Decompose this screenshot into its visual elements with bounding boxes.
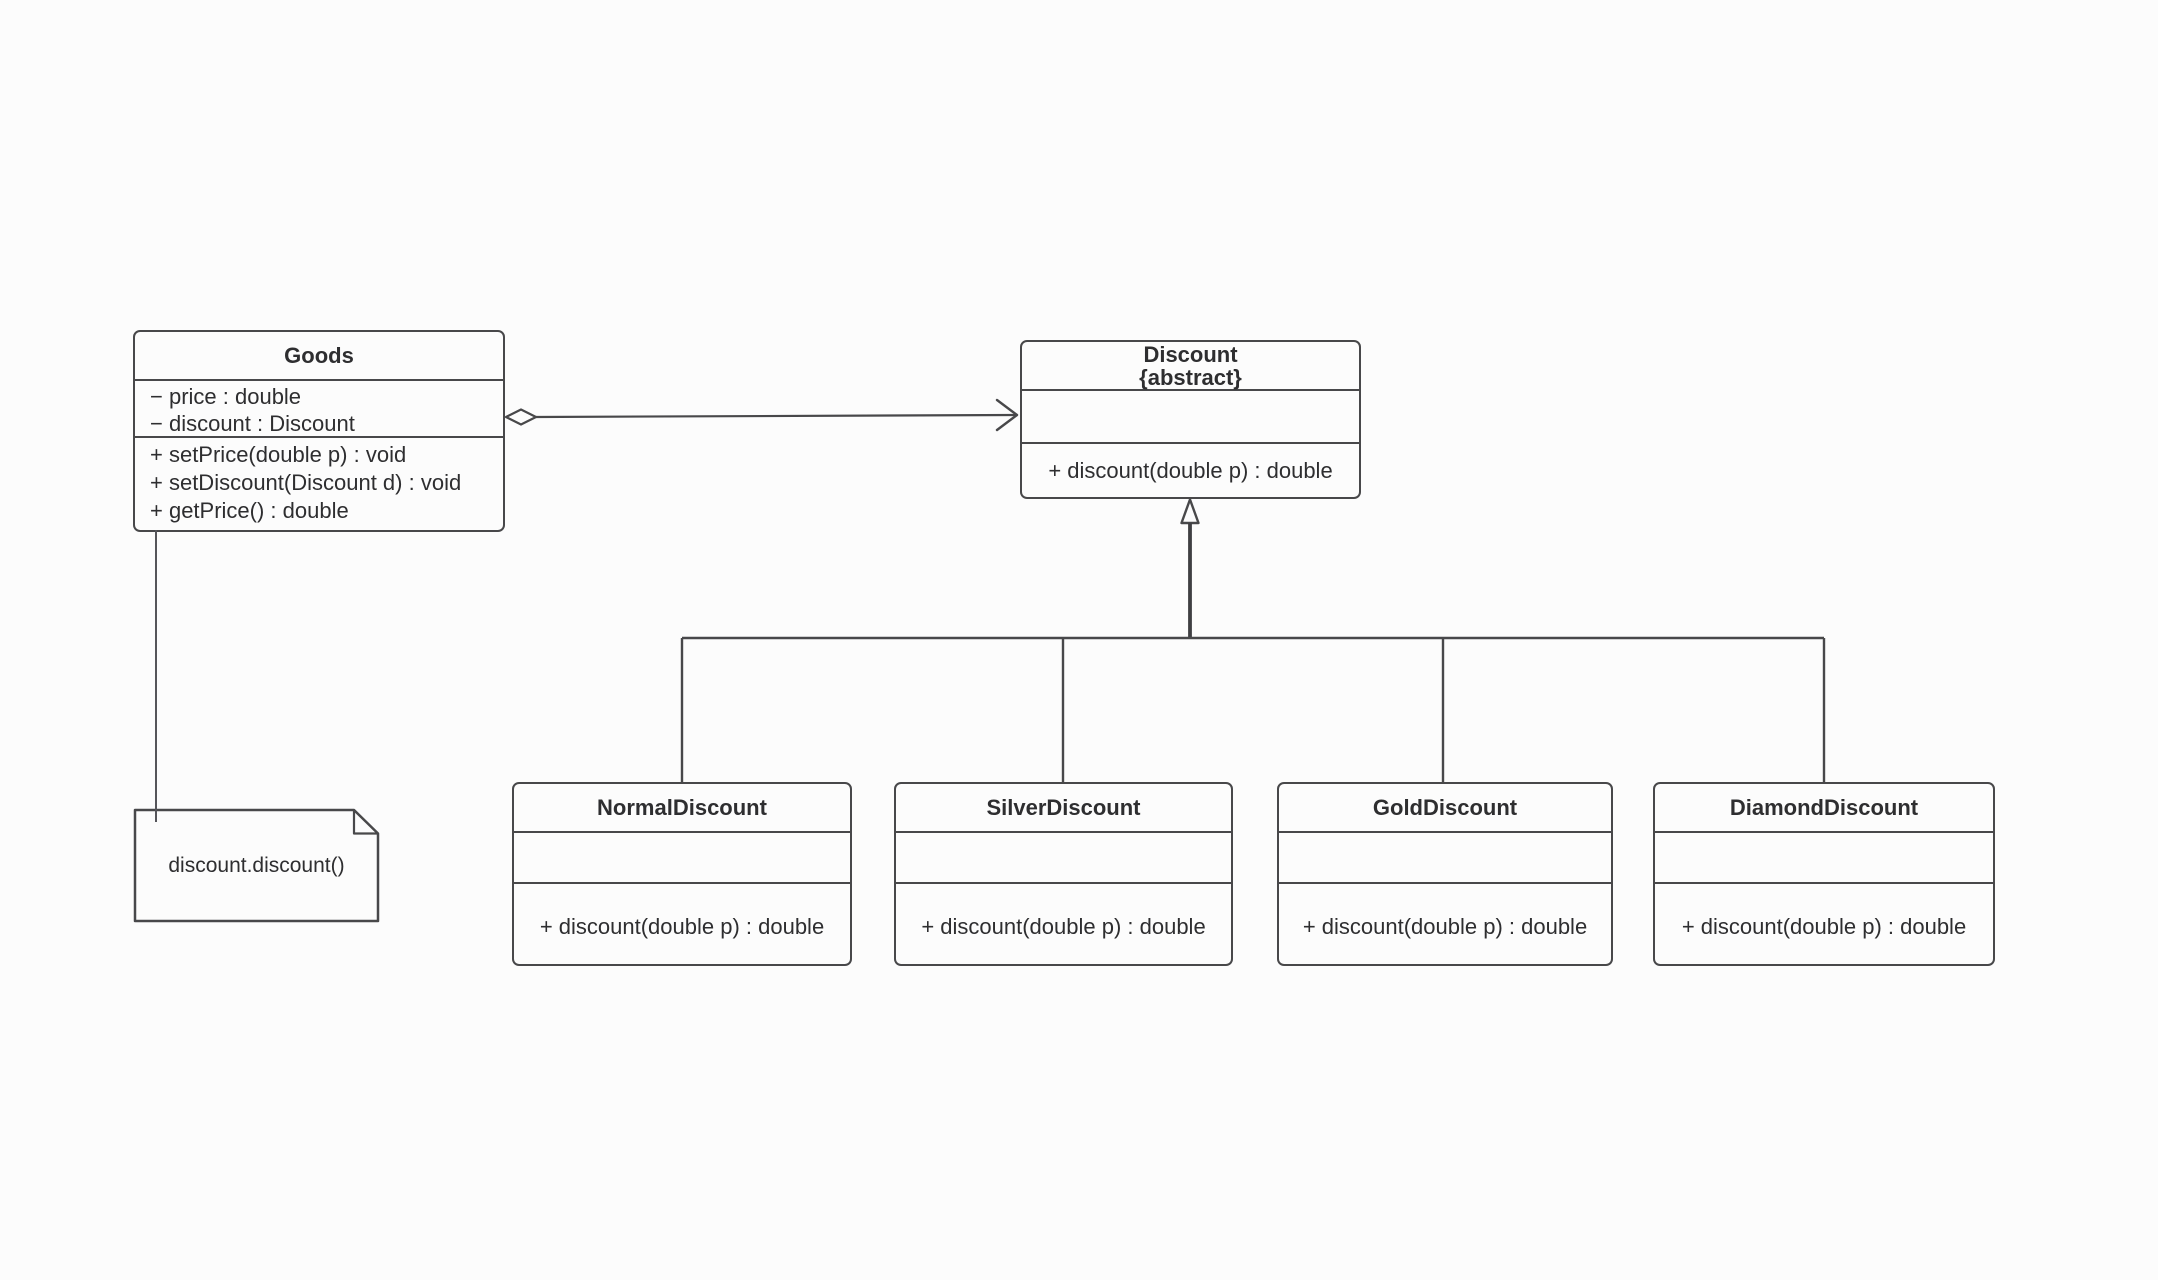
class-diamond-discount-title: DiamondDiscount <box>1729 795 1919 820</box>
class-gold-discount: GoldDiscount + discount(double p) : doub… <box>1277 782 1613 966</box>
hollow-diamond-icon <box>504 408 538 426</box>
note-text: discount.discount() <box>168 853 345 877</box>
class-normal-discount-attributes <box>514 831 850 882</box>
method-row: + discount(double p) : double <box>1048 457 1333 483</box>
open-arrowhead-icon <box>995 398 1019 432</box>
class-silver-discount-methods: + discount(double p) : double <box>896 882 1231 965</box>
class-discount: Discount {abstract} + discount(double p)… <box>1020 340 1361 499</box>
method-row: + getPrice() : double <box>150 498 349 523</box>
class-normal-discount-methods: + discount(double p) : double <box>514 882 850 965</box>
method-row: + discount(double p) : double <box>1681 914 1967 939</box>
class-goods-title: Goods <box>284 343 354 368</box>
class-goods: Goods − price : double − discount : Disc… <box>133 330 505 532</box>
aggregation-connector <box>504 398 1019 432</box>
class-diamond-discount: DiamondDiscount + discount(double p) : d… <box>1653 782 1995 966</box>
class-silver-discount-title: SilverDiscount <box>986 795 1141 820</box>
class-gold-discount-title: GoldDiscount <box>1372 795 1518 820</box>
method-row: + setPrice(double p) : void <box>150 442 407 467</box>
class-gold-discount-methods: + discount(double p) : double <box>1279 882 1611 965</box>
attribute-row: − discount : Discount <box>150 411 355 436</box>
generalization-connector <box>680 498 1826 782</box>
class-gold-discount-attributes <box>1279 831 1611 882</box>
class-silver-discount: SilverDiscount + discount(double p) : do… <box>894 782 1233 966</box>
attribute-row: − price : double <box>150 384 302 409</box>
class-diamond-discount-attributes <box>1655 831 1993 882</box>
method-row: + discount(double p) : double <box>1302 914 1588 939</box>
class-normal-discount-title: NormalDiscount <box>597 795 767 820</box>
method-row: + discount(double p) : double <box>539 914 825 939</box>
class-discount-title: Discount {abstract} <box>1022 342 1359 389</box>
method-row: + discount(double p) : double <box>921 914 1206 939</box>
class-normal-discount: NormalDiscount + discount(double p) : do… <box>512 782 852 966</box>
class-silver-discount-attributes <box>896 831 1231 882</box>
hollow-triangle-arrowhead-icon <box>1180 498 1200 525</box>
class-goods-attributes: − price : double − discount : Discount <box>135 379 503 436</box>
class-diamond-discount-methods: + discount(double p) : double <box>1655 882 1993 965</box>
class-goods-methods: + setPrice(double p) : void + setDiscoun… <box>135 436 503 525</box>
class-discount-attributes <box>1022 389 1359 442</box>
method-row: + setDiscount(Discount d) : void <box>150 470 462 495</box>
class-name: Discount <box>1143 341 1238 367</box>
class-discount-methods: + discount(double p) : double <box>1022 442 1359 496</box>
aggregation-line <box>535 413 1017 419</box>
class-stereotype: {abstract} <box>1139 364 1242 390</box>
